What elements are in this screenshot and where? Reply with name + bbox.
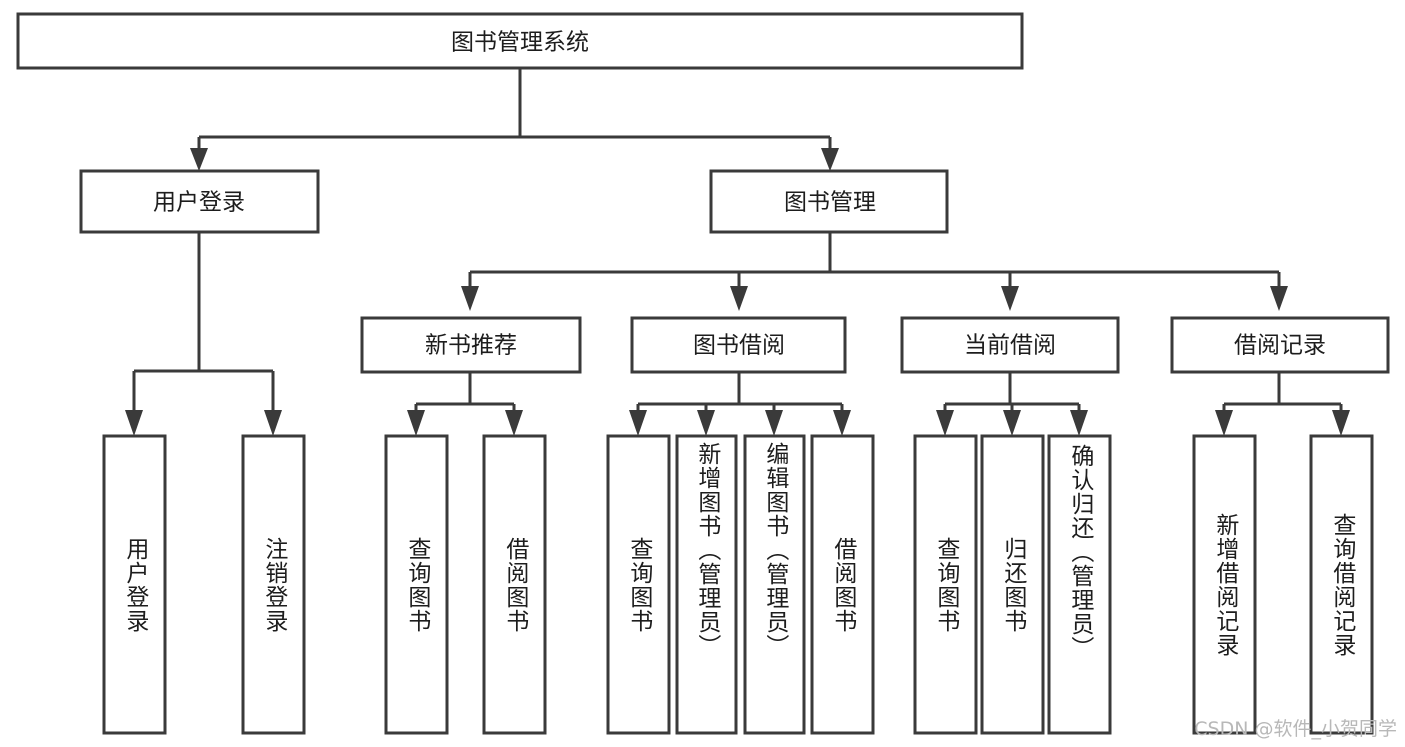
arrow-leaf-add-book	[697, 410, 715, 436]
arrow-leaf-query-record	[1332, 410, 1350, 436]
leaf-box-edit-book-admin[interactable]	[743, 434, 806, 735]
leaf-box-logout[interactable]	[241, 434, 306, 735]
leaf-box-query-book-c[interactable]	[913, 434, 978, 735]
leaf-boxes-book-borrow-group	[606, 434, 875, 735]
leaf-box-add-book-admin[interactable]	[675, 434, 738, 735]
node-user-login-box[interactable]	[79, 169, 320, 234]
arrow-leaf-logout	[264, 410, 282, 436]
node-new-book-recommend-label: 新书推荐	[425, 333, 517, 359]
connectors-borrow-record-to-leaves	[1215, 372, 1350, 436]
arrow-to-book-borrow	[730, 286, 748, 311]
node-borrow-record[interactable]: 借阅记录	[1170, 316, 1390, 374]
arrow-to-borrow-record	[1270, 286, 1288, 311]
arrow-leaf-user-login	[125, 410, 143, 436]
connectors-book-mgmt-to-level3	[461, 232, 1288, 311]
node-book-management[interactable]: 图书管理	[709, 169, 949, 234]
node-book-borrow[interactable]: 图书借阅	[630, 316, 847, 374]
node-root-system-label: 图书管理系统	[451, 30, 589, 56]
arrow-leaf-confirm-return	[1070, 410, 1088, 436]
node-borrow-record-box[interactable]	[1170, 316, 1390, 374]
node-current-borrow-label: 当前借阅	[964, 333, 1056, 359]
leaf-box-borrow-book-b[interactable]	[810, 434, 875, 735]
leaf-box-return-book[interactable]	[980, 434, 1045, 735]
arrow-leaf-query-book-b	[629, 410, 647, 436]
leaf-box-query-book-a[interactable]	[384, 434, 449, 735]
node-root-system[interactable]: 图书管理系统	[16, 12, 1024, 70]
arrow-leaf-edit-book	[765, 410, 783, 436]
leaf-boxes-user-login-group	[102, 434, 306, 735]
connectors-root-to-level2	[190, 68, 839, 171]
node-book-management-label: 图书管理	[784, 190, 876, 216]
leaf-box-query-book-b[interactable]	[606, 434, 671, 735]
arrow-leaf-return-book	[1003, 410, 1021, 436]
csdn-watermark: CSDN @软件_小贺同学	[1194, 718, 1397, 740]
connectors-new-book-to-leaves	[407, 372, 523, 436]
connectors-current-borrow-to-leaves	[936, 372, 1088, 436]
arrow-to-current-borrow	[1001, 286, 1019, 311]
arrow-to-book-mgmt	[821, 148, 839, 171]
node-user-login[interactable]: 用户登录	[79, 169, 320, 234]
arrow-leaf-query-book-a	[407, 410, 425, 436]
arrow-leaf-query-book-c	[936, 410, 954, 436]
node-book-management-box[interactable]	[709, 169, 949, 234]
node-borrow-record-label: 借阅记录	[1234, 333, 1326, 359]
arrow-leaf-borrow-book-a	[505, 410, 523, 436]
node-book-borrow-label: 图书借阅	[693, 333, 785, 359]
leaf-box-add-borrow-record[interactable]	[1192, 434, 1257, 735]
leaf-boxes-new-book-group	[384, 434, 547, 735]
node-user-login-label: 用户登录	[153, 190, 245, 216]
leaf-boxes-borrow-record-group	[1192, 434, 1374, 735]
node-root-system-box[interactable]	[16, 12, 1024, 70]
node-current-borrow-box[interactable]	[900, 316, 1120, 374]
leaf-boxes-current-borrow-group	[913, 434, 1112, 735]
arrow-leaf-add-record	[1215, 410, 1233, 436]
leaf-box-query-borrow-record[interactable]	[1309, 434, 1374, 735]
leaf-box-confirm-return-admin[interactable]	[1047, 434, 1112, 735]
arrow-leaf-borrow-book-b	[833, 410, 851, 436]
arrow-to-user-login	[190, 148, 208, 171]
connectors-book-borrow-to-leaves	[629, 372, 851, 436]
leaf-box-user-login[interactable]	[102, 434, 167, 735]
leaf-box-borrow-book-a[interactable]	[482, 434, 547, 735]
node-book-borrow-box[interactable]	[630, 316, 847, 374]
node-new-book-recommend[interactable]: 新书推荐	[360, 316, 582, 374]
connectors-user-login-to-leaves	[125, 232, 282, 436]
node-new-book-recommend-box[interactable]	[360, 316, 582, 374]
arrow-to-new-book	[461, 286, 479, 311]
node-current-borrow[interactable]: 当前借阅	[900, 316, 1120, 374]
